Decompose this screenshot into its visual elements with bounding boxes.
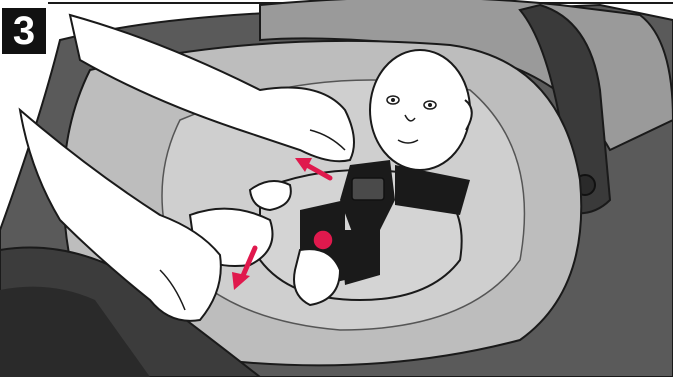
baby-head bbox=[370, 50, 470, 170]
baby-right-pupil bbox=[428, 103, 432, 107]
step-number-badge: 3 bbox=[2, 8, 46, 54]
baby-left-pupil bbox=[391, 98, 395, 102]
chest-clip bbox=[352, 178, 384, 200]
buckle-release-button bbox=[313, 230, 333, 250]
